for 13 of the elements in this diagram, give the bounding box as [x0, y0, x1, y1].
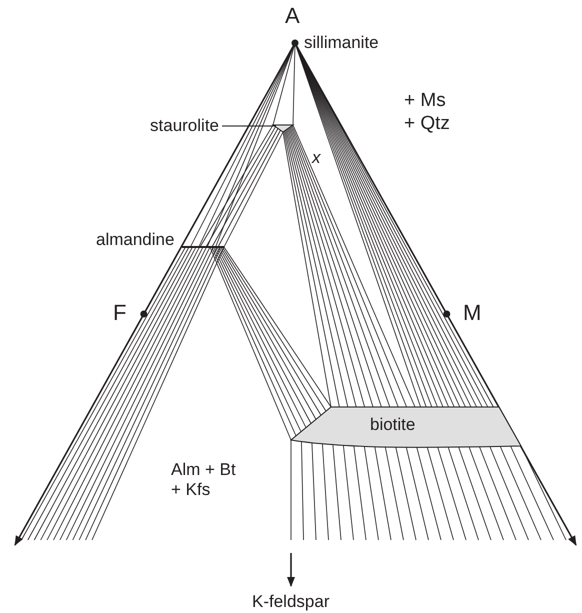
mineral-label: sillimanite: [304, 33, 379, 54]
assemblage-note: Alm + Bt + Kfs: [171, 460, 237, 501]
corner-label: A: [285, 3, 300, 30]
mineral-label: almandine: [96, 230, 174, 250]
mineral-label: staurolite: [150, 116, 219, 136]
assemblage-note: + Ms + Qtz: [404, 90, 451, 136]
corner-label: F: [113, 300, 126, 326]
mineral-label: K-feldspar: [252, 592, 330, 612]
phase-field: [290, 405, 524, 449]
phase-label: biotite: [370, 415, 416, 436]
point-label: x: [312, 148, 320, 168]
phase-triangle: [271, 124, 295, 133]
corner-label: M: [463, 300, 482, 326]
